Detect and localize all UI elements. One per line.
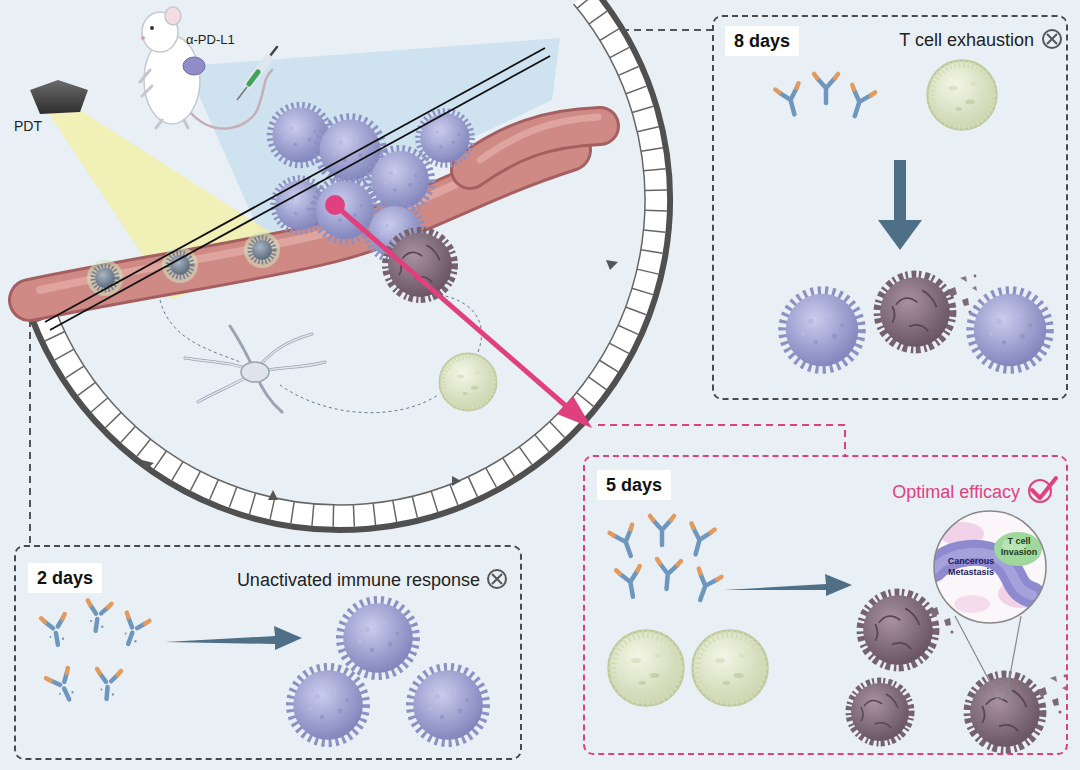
drug-label: α-PD-L1 <box>186 32 235 48</box>
zoom-circle: Cancerous MetastasisT cell Invasion <box>932 509 1048 625</box>
panel-title: T cell exhaustion <box>899 29 1034 51</box>
day-badge: 2 days <box>28 563 102 593</box>
time-panel: 2 days Unactivated immune response <box>14 545 522 760</box>
method-label: PDT <box>14 118 42 134</box>
zoom-label: T cell Invasion <box>997 536 1041 558</box>
panel-title: Unactivated immune response <box>237 569 480 591</box>
time-panel: 8 days T cell exhaustion <box>712 15 1068 400</box>
day-badge: 5 days <box>597 470 671 500</box>
zoom-label: Cancerous Metastasis <box>942 556 1000 578</box>
day-badge: 8 days <box>725 26 799 56</box>
time-panel: 5 days Optimal efficacy Cancerous Metasta… <box>583 455 1068 755</box>
panel-title: Optimal efficacy <box>892 481 1020 503</box>
